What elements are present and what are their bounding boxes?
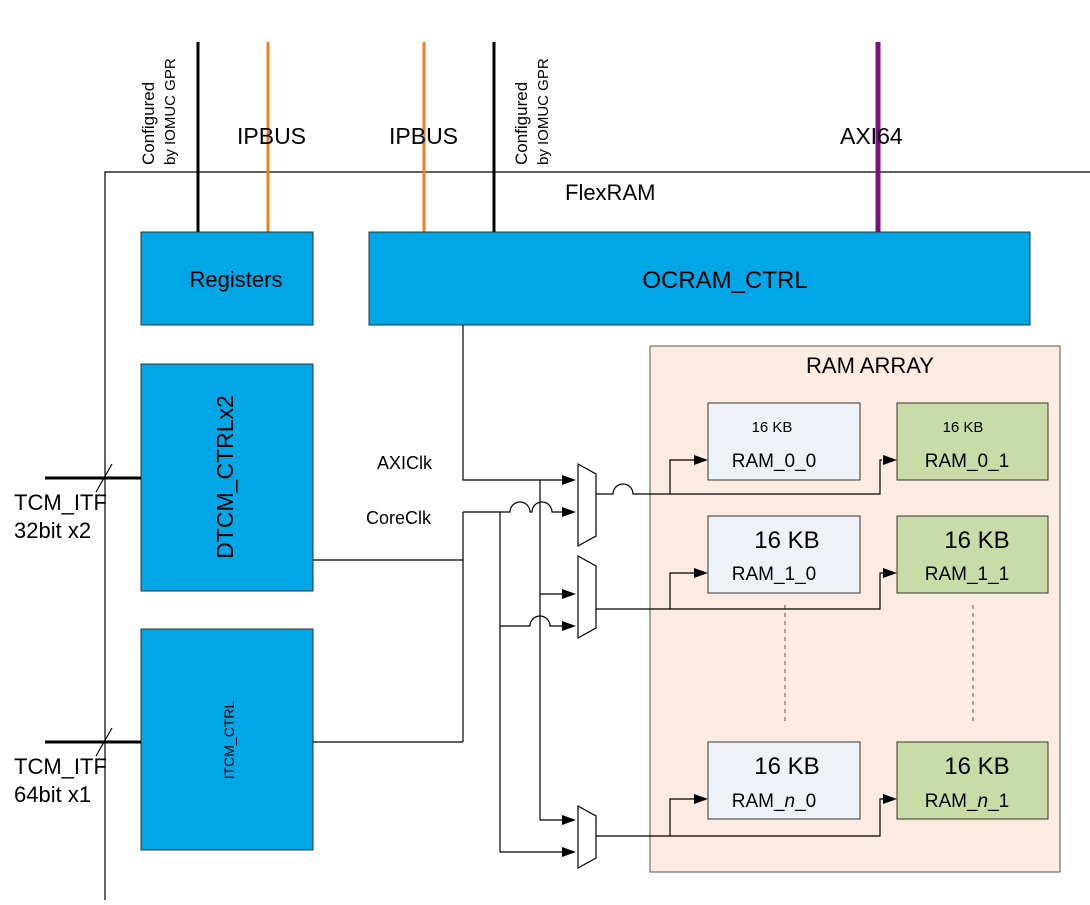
arrow-axi-mux0 bbox=[562, 475, 576, 485]
ram-n-1-block bbox=[896, 741, 1049, 820]
dtcm-itf-label-2: 32bit x2 bbox=[14, 518, 91, 543]
arrow-ram-0-0 bbox=[694, 455, 708, 465]
ram-n-0-size: 16 KB bbox=[754, 753, 819, 780]
ram-n-0-block bbox=[707, 741, 861, 820]
ram-1-1-name: RAM_1_1 bbox=[925, 564, 1010, 585]
ram-n-0-name-italic: n bbox=[785, 791, 796, 812]
ram-1-1-size: 16 KB bbox=[944, 527, 1009, 554]
ram-0-0-block bbox=[707, 402, 861, 481]
ram-0-0-name: RAM_0_0 bbox=[732, 451, 817, 472]
itcm-ctrl-block bbox=[140, 628, 314, 851]
itcm-itf-slash bbox=[95, 727, 113, 757]
gpr-config-label-2a: Configured bbox=[512, 82, 531, 165]
ocram-ctrl-block bbox=[368, 231, 1031, 326]
ram-0-0-size: 16 KB bbox=[752, 419, 793, 436]
gpr-config-label-2b: by IOMUC GPR bbox=[535, 58, 552, 165]
itcm-ctrl-label: ITCM_CTRL bbox=[221, 701, 237, 780]
flexram-title: FlexRAM bbox=[565, 180, 655, 205]
ram-array-title: RAM ARRAY bbox=[806, 353, 934, 378]
arrow-core-mux0 bbox=[562, 507, 576, 517]
dtcm-ctrl-label: DTCM_CTRLx2 bbox=[212, 395, 238, 559]
dtcm-itf-slash bbox=[95, 463, 113, 493]
arrow-ram-1-1 bbox=[883, 568, 897, 578]
itcm-itf-label-1: TCM_ITF bbox=[14, 754, 107, 779]
mux-row-0 bbox=[577, 462, 597, 548]
ram-1-0-block bbox=[707, 515, 861, 594]
core-clk-wire bbox=[463, 501, 562, 513]
mux1-to-ram1-wire bbox=[596, 572, 883, 610]
ram-n-1-name-suffix: _1 bbox=[987, 791, 1009, 812]
ipbus-label-2: IPBUS bbox=[389, 123, 458, 149]
ram-n-0-name-prefix: RAM_ bbox=[732, 791, 785, 812]
ram-1-1-block bbox=[896, 515, 1049, 594]
ram-n-1-name-italic: n bbox=[978, 791, 989, 812]
gpr-config-label-1b: by IOMUC GPR bbox=[162, 58, 179, 165]
mux0-to-ram0-wire bbox=[596, 459, 882, 495]
axi64-label: AXI64 bbox=[840, 123, 903, 149]
mux-row-1 bbox=[577, 554, 597, 640]
registers-block bbox=[140, 231, 314, 326]
ram-n-1-name: RAM_n_1 bbox=[925, 791, 1010, 812]
mux-row-n bbox=[577, 804, 597, 870]
ram-1-0-name: RAM_1_0 bbox=[732, 564, 817, 585]
arrow-axi-mux1 bbox=[562, 589, 576, 599]
core-clk-label: CoreClk bbox=[366, 508, 432, 528]
ram-0-1-name: RAM_0_1 bbox=[925, 451, 1010, 472]
ram-n-0-name: RAM_n_0 bbox=[732, 791, 817, 812]
arrow-core-mux1 bbox=[562, 621, 576, 631]
arrow-axi-muxn bbox=[562, 815, 576, 825]
ocram-axi-clk-wire bbox=[462, 325, 562, 481]
mux1-to-ram1-0-branch bbox=[669, 572, 694, 609]
core-to-mux1-wire bbox=[500, 615, 562, 627]
arrow-ram-n-1 bbox=[883, 794, 897, 804]
registers-label: Registers bbox=[190, 267, 283, 292]
arrow-ram-n-0 bbox=[694, 794, 708, 804]
itcm-itf-label-2: 64bit x1 bbox=[14, 782, 91, 807]
arrow-core-muxn bbox=[562, 847, 576, 857]
ram-n-1-size: 16 KB bbox=[944, 753, 1009, 780]
muxn-to-ramn-wire bbox=[596, 798, 883, 837]
ram-n-1-name-prefix: RAM_ bbox=[925, 791, 978, 812]
ocram-ctrl-label: OCRAM_CTRL bbox=[642, 267, 807, 294]
ram-n-0-name-suffix: _0 bbox=[794, 791, 816, 812]
axi-clk-label: AXIClk bbox=[377, 453, 433, 473]
dtcm-ctrl-block bbox=[140, 363, 314, 592]
mux0-to-ram0-0-branch bbox=[669, 459, 694, 494]
ram-1-0-size: 16 KB bbox=[754, 527, 819, 554]
ram-0-1-block bbox=[896, 402, 1049, 481]
arrow-ram-1-0 bbox=[694, 568, 708, 578]
muxn-to-ramn-0-branch bbox=[669, 798, 694, 836]
gpr-config-label-1a: Configured bbox=[139, 82, 158, 165]
arrow-ram-0-1 bbox=[883, 455, 897, 465]
ipbus-label-1: IPBUS bbox=[237, 123, 306, 149]
ram-0-1-size: 16 KB bbox=[943, 419, 984, 436]
flexram-boundary bbox=[104, 171, 1090, 900]
dtcm-itf-label-1: TCM_ITF bbox=[14, 490, 107, 515]
